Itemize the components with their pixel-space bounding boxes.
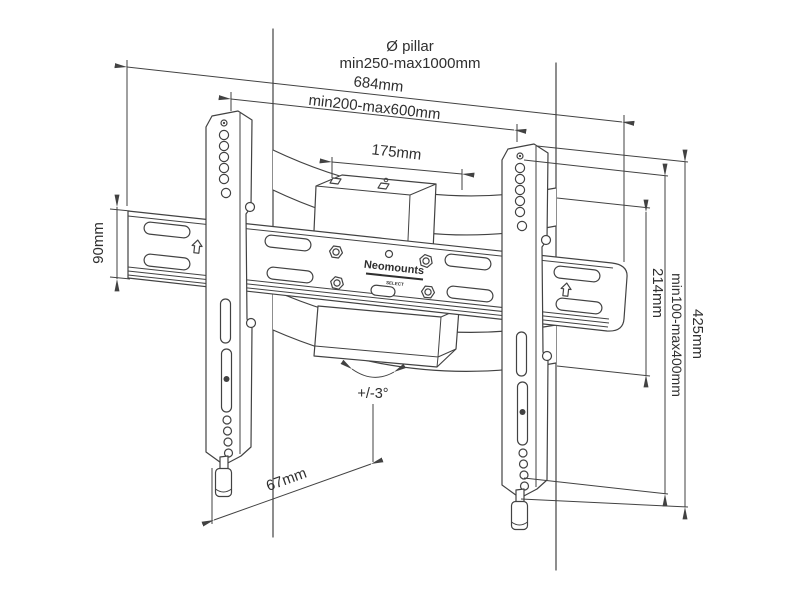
clamp-bolt-bump — [329, 177, 342, 185]
brand-sub-label: SELECT — [386, 280, 404, 287]
dim-label-depth-offset: 67mm — [264, 465, 309, 495]
clamp-bolt-bump — [377, 182, 390, 190]
tilt-arc — [340, 359, 406, 378]
bottom-clamp-box — [313, 305, 460, 368]
dim-label-clamp-width: 175mm — [371, 141, 423, 163]
dim-label-bracket-height: 425mm — [689, 309, 706, 359]
dim-line-mount-width-range — [218, 95, 527, 134]
plate-oval-slot — [370, 284, 396, 298]
dim-label-strap-spacing: 214mm — [649, 268, 666, 318]
dim-label-mount-width-range: min200-max600mm — [308, 92, 442, 123]
title-pillar-range: min250-max1000mm — [340, 55, 481, 72]
dim-label-total-width: 684mm — [353, 73, 405, 95]
title-pillar: Ø pillar — [386, 38, 434, 55]
dim-label-tilt-range: +/-3° — [357, 386, 388, 402]
brand-underline — [365, 272, 424, 281]
dim-line-depth-offset — [201, 457, 384, 527]
tv-bracket-left — [205, 110, 257, 498]
dim-line-total-width — [114, 63, 635, 126]
dim-label-vertical-adjust-range: min100-max400mm — [669, 273, 685, 397]
title-block: Ø pillar min250-max1000mm — [340, 38, 481, 72]
plate-hole — [384, 249, 394, 259]
dim-label-rail-height: 90mm — [90, 222, 107, 264]
dim-line-clamp-width — [319, 158, 475, 178]
dimension-annotations: 684mm min200-max600mm 175mm 90mm 214mm m… — [90, 60, 706, 527]
